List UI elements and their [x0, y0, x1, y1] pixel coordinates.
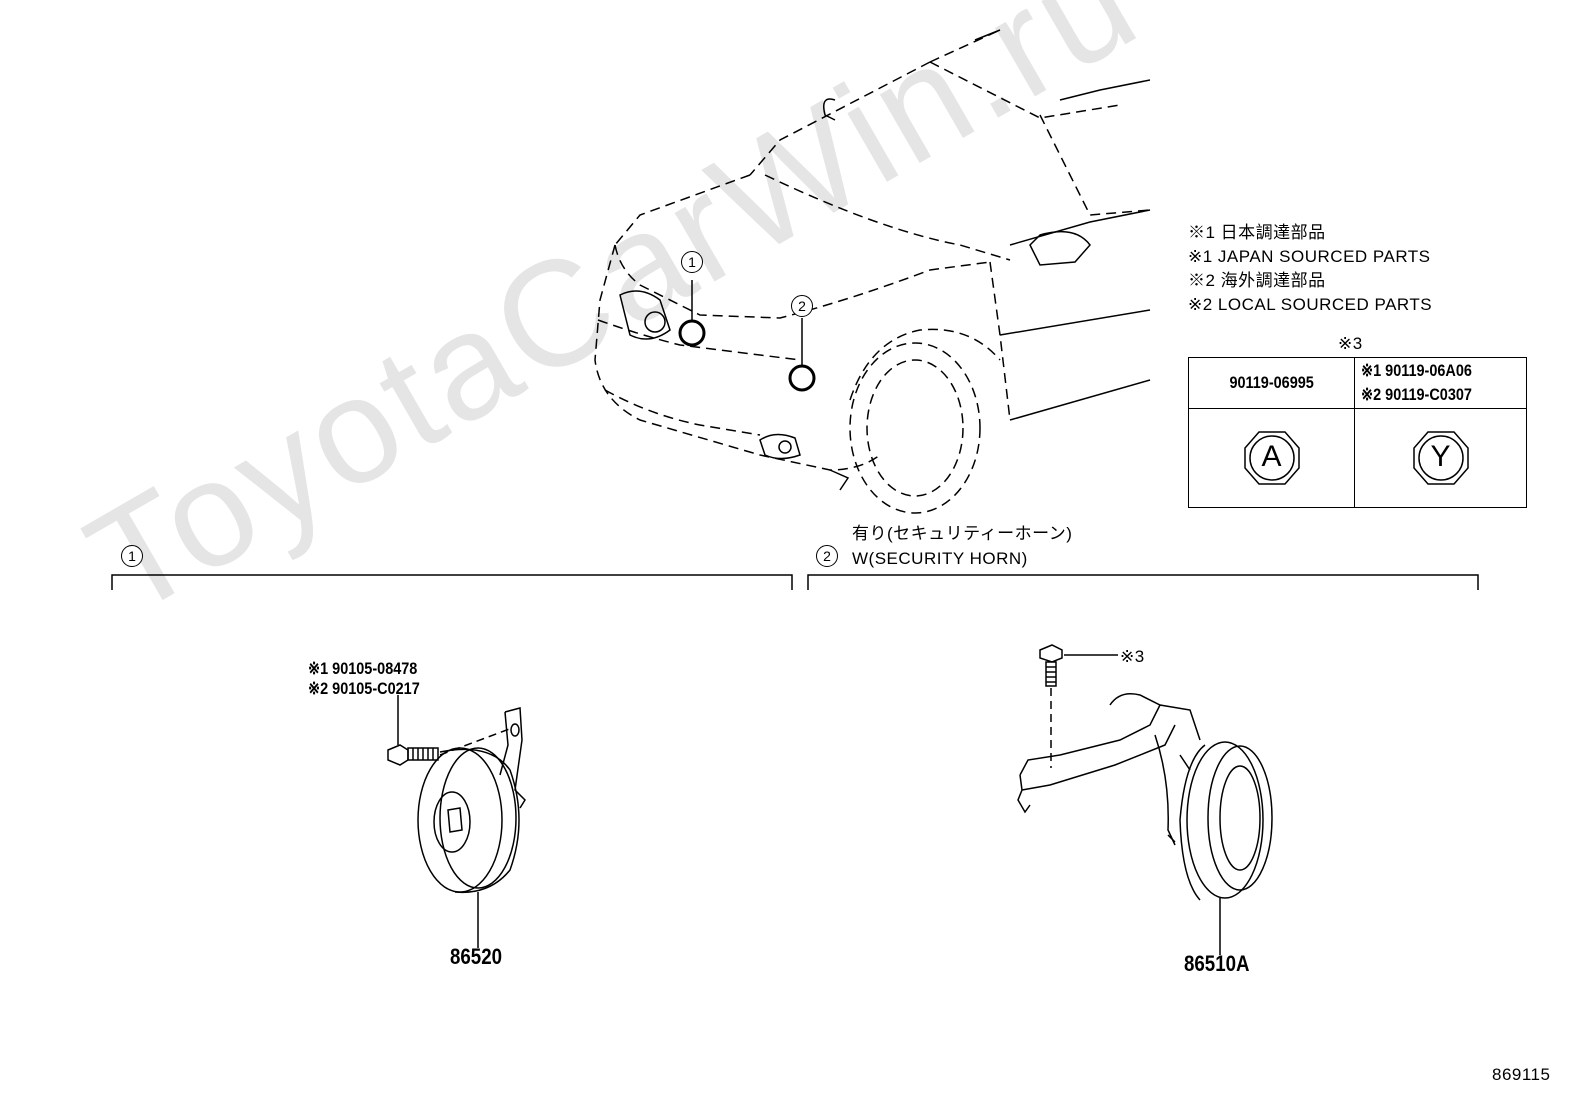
section-2-label-en: W(SECURITY HORN) [852, 549, 1028, 568]
fastener-col1-part: 90119-06995 [1229, 373, 1314, 392]
legend-line-1: ※1 日本調達部品 [1188, 223, 1326, 242]
front-wheel [849, 342, 981, 514]
left-bolt-part-2: ※2 90105-C0217 [308, 679, 420, 698]
vehicle-callout-1: 1 [681, 251, 703, 273]
legend-line-2: ※1 JAPAN SOURCED PARTS [1188, 247, 1431, 266]
nut-y-letter: Y [1430, 440, 1451, 473]
diagram-id: 869115 [1492, 1065, 1551, 1084]
vehicle-callout-2: 2 [791, 295, 813, 317]
left-bolt-part-1: ※1 90105-08478 [308, 659, 418, 678]
section-brackets [111, 574, 1479, 590]
section-2-label-jp: 有り(セキュリティーホーン) [852, 524, 1073, 543]
left-horn-drawing [387, 695, 526, 948]
fastener-table-ref: ※3 [1338, 334, 1363, 353]
legend-line-4: ※2 LOCAL SOURCED PARTS [1188, 295, 1433, 314]
legend-line-3: ※2 海外調達部品 [1188, 271, 1326, 290]
fastener-col2-symbol-cell: Y [1354, 408, 1527, 508]
vehicle-solid [619, 29, 1151, 491]
nut-a-icon: A [1242, 428, 1302, 488]
nut-y-icon: Y [1411, 428, 1471, 488]
fastener-col2-part-1: ※1 90119-06A06 [1361, 361, 1472, 380]
fastener-col1-header: 90119-06995 [1188, 357, 1355, 409]
fastener-col2-part-2: ※2 90119-C0307 [1361, 385, 1472, 404]
vehicle-callout-leaders [678, 280, 816, 392]
section-1-number: 1 [121, 545, 143, 567]
nut-a-letter: A [1261, 440, 1282, 473]
fastener-table: 90119-06995 ※1 90119-06A06 ※2 90119-C030… [1188, 357, 1527, 508]
fastener-col1-symbol-cell: A [1188, 408, 1355, 508]
left-horn-part-no: 86520 [450, 944, 503, 969]
right-horn-part-no: 86510A [1184, 951, 1250, 976]
right-bolt-ref: ※3 [1120, 647, 1145, 666]
right-horn-drawing [1017, 644, 1273, 955]
section-2-number: 2 [816, 545, 838, 567]
vehicle-outline [594, 29, 1151, 471]
fastener-col2-header: ※1 90119-06A06 ※2 90119-C0307 [1354, 357, 1527, 409]
